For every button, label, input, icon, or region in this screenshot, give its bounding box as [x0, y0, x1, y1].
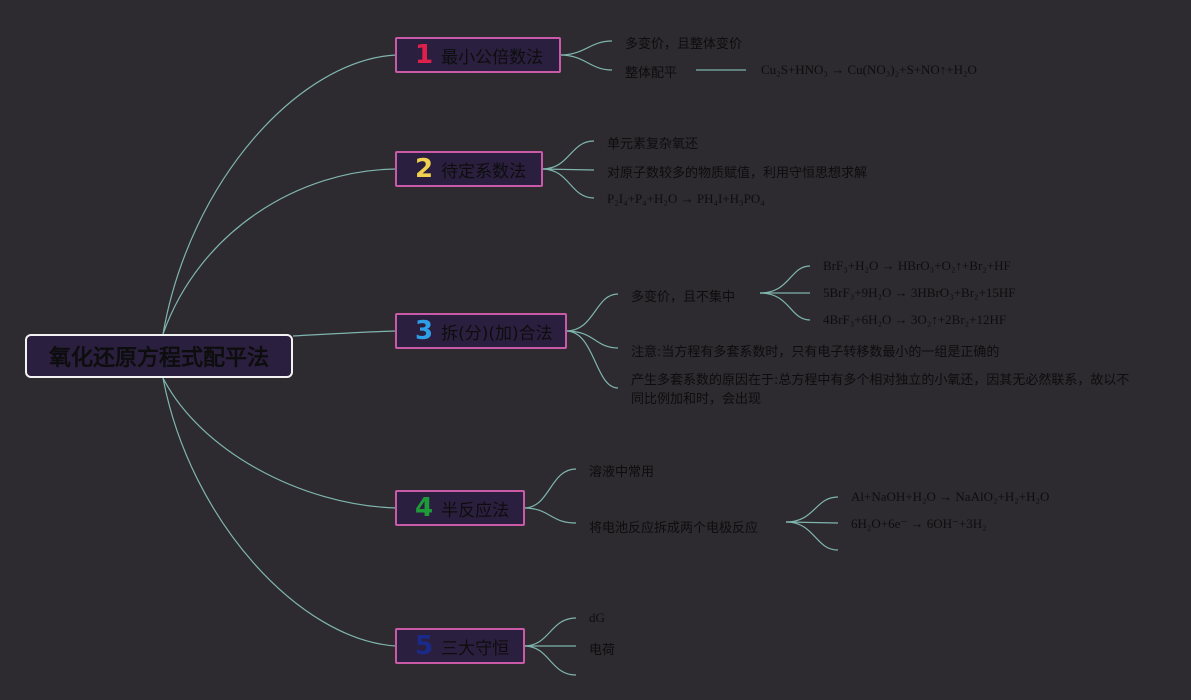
branch-label-1: 最小公倍数法	[441, 47, 544, 68]
branch-node-1[interactable]: 1 最小公倍数法	[395, 37, 561, 73]
b4-leaf-2[interactable]: 将电池反应拆成两个电极反应	[589, 521, 759, 536]
branch-node-2[interactable]: 2 待定系数法	[395, 151, 543, 187]
link-b1-leaf2	[559, 54, 613, 71]
b1-leaf-2[interactable]: 整体配平	[625, 66, 678, 81]
link-b3-leaf3	[565, 330, 619, 389]
link-b1-leaf1	[559, 40, 613, 56]
b4-formula-2[interactable]: 6H₂O+6e⁻ → 6OH⁻+3H₂	[851, 516, 987, 531]
root-node[interactable]: 氧化还原方程式配平法	[25, 334, 293, 378]
branch-number-3: 3	[415, 316, 434, 346]
b2-leaf-1[interactable]: 单元素复杂氧还	[607, 137, 699, 152]
b1-formula[interactable]: Cu₂S+HNO₃ → Cu(NO₃)₂+S+NO↑+H₂O	[761, 62, 977, 77]
link-b5-leaf1	[523, 617, 577, 647]
branch-node-3[interactable]: 3 拆(分)(加)合法	[395, 313, 567, 349]
link-root-b5	[162, 377, 397, 647]
b3-leaf-3[interactable]: 产生多套系数的原因在于:总方程中有多个相对独立的小氧还，因其无必然联系，故以不同…	[631, 373, 1130, 407]
b4-leaf-1[interactable]: 溶液中常用	[589, 465, 655, 480]
link-b4-f3	[785, 521, 839, 551]
branch-number-5: 5	[415, 631, 434, 661]
link-b3-leaf2	[565, 330, 619, 349]
b1-leaf-1[interactable]: 多变价，且整体变价	[625, 37, 743, 52]
link-b3-leaf1	[565, 293, 619, 332]
link-root-b1	[162, 54, 397, 335]
branch-node-4[interactable]: 4 半反应法	[395, 490, 525, 526]
branch-label-4: 半反应法	[441, 500, 510, 521]
link-b2-leaf2	[541, 168, 595, 171]
b3-formula-2[interactable]: 5BrF₃+9H₂O → 3HBrO₃+Br₂+15HF	[823, 285, 1016, 300]
link-b3-f1	[759, 265, 811, 294]
b3-leaf-1[interactable]: 多变价，且不集中	[631, 290, 736, 305]
b2-leaf-2[interactable]: 对原子数较多的物质赋值，利用守恒思想求解	[607, 166, 868, 181]
link-b4-leaf1	[523, 468, 577, 509]
b5-leaf-1[interactable]: dG	[589, 610, 605, 625]
branch-label-3: 拆(分)(加)合法	[441, 323, 553, 344]
link-b2-leaf3	[541, 168, 595, 199]
link-b2-leaf1	[541, 140, 595, 170]
b2-formula[interactable]: P₂I₄+P₄+H₂O → PH₄I+H₃PO₄	[607, 191, 765, 206]
root-title: 氧化还原方程式配平法	[48, 346, 269, 371]
branch-number-4: 4	[415, 493, 434, 523]
b5-leaf-2[interactable]: 电荷	[589, 643, 616, 658]
link-root-b4	[162, 377, 397, 509]
b3-leaf-2[interactable]: 注意:当方程有多套系数时，只有电子转移数最小的一组是正确的	[631, 345, 1000, 360]
b4-formula-1[interactable]: Al+NaOH+H₂O → NaAlO₂+H₂+H₂O	[851, 489, 1050, 504]
branch-label-5: 三大守恒	[441, 638, 510, 659]
branch-label-2: 待定系数法	[441, 161, 527, 182]
link-root-b2	[162, 168, 397, 335]
link-b4-leaf2	[523, 507, 577, 524]
branch-number-2: 2	[415, 154, 434, 184]
b3-formula-3[interactable]: 4BrF₃+6H₂O → 3O₂↑+2Br₂+12HF	[823, 312, 1007, 327]
link-b4-f2	[785, 521, 839, 524]
link-b5-leaf3	[523, 645, 577, 676]
branch-number-1: 1	[415, 40, 434, 70]
link-root-b3	[292, 330, 397, 337]
b3-formula-1[interactable]: BrF₃+H₂O → HBrO₃+O₂↑+Br₂+HF	[823, 258, 1011, 273]
branch-node-5[interactable]: 5 三大守恒	[395, 628, 525, 664]
link-b3-f3	[759, 292, 811, 321]
link-b4-f1	[785, 496, 839, 523]
